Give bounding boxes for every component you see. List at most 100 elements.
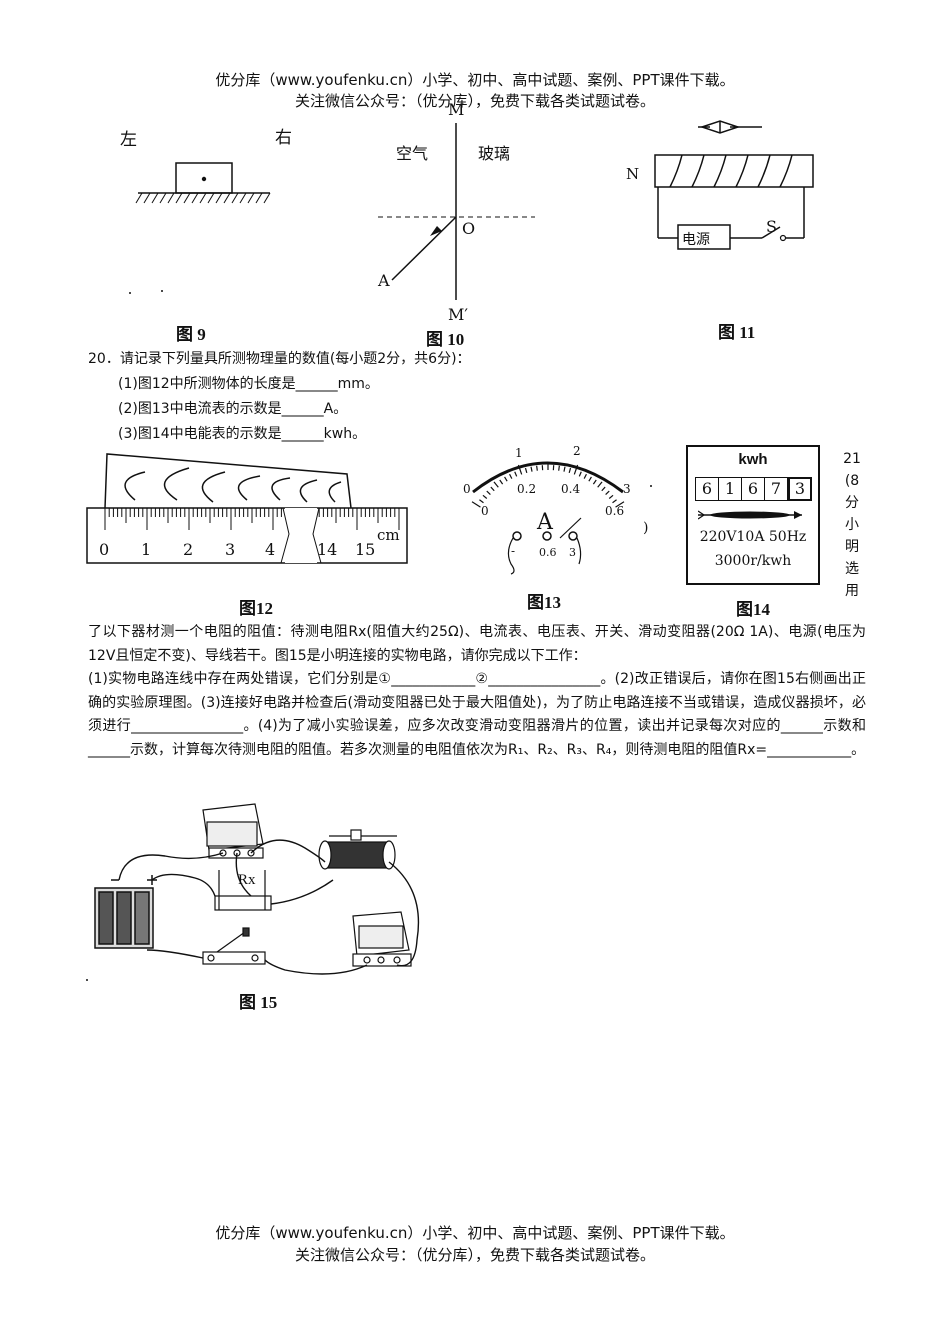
dial-label-0.6: 0.6 bbox=[605, 504, 625, 518]
energy-meter-panel: kwh 6 1 6 7 3 220V10A 50Hz 3000r/kwh bbox=[686, 445, 820, 585]
label-glass: 玻璃 bbox=[478, 144, 511, 163]
meter-spec-2: 3000r/kwh bbox=[714, 553, 792, 569]
side-char: 小 bbox=[845, 517, 859, 533]
dial-tick bbox=[592, 479, 597, 485]
side-char: 21 bbox=[843, 451, 861, 467]
footer-line-1: 优分库（www.youfenku.cn）小学、初中、高中试题、案例、PPT课件下… bbox=[215, 1224, 735, 1242]
ruler-measurement-diagram bbox=[86, 453, 408, 564]
solenoid-circuit-diagram bbox=[654, 120, 814, 250]
label-N: N bbox=[626, 165, 640, 183]
dial-tick bbox=[530, 466, 533, 472]
side-char: 明 bbox=[845, 539, 859, 555]
dial-tick bbox=[509, 473, 513, 479]
dial-tick bbox=[504, 476, 508, 482]
question-21-tasks: (1)实物电路连线中存在两处错误，它们分别是①____________②____… bbox=[88, 671, 866, 758]
rheostat bbox=[318, 829, 397, 870]
ruler-label-1: 1 bbox=[141, 540, 152, 559]
meter-spec-1: 220V10A 50Hz bbox=[699, 529, 807, 545]
switch bbox=[202, 927, 266, 965]
dial-tick bbox=[558, 465, 560, 471]
dial-tick bbox=[605, 490, 610, 495]
question-20-item-2: (2)图13中电流表的示数是______A。 bbox=[118, 401, 348, 417]
dial-tick bbox=[536, 465, 538, 471]
dial-tick bbox=[524, 467, 528, 474]
question-21-side-column: 21 (8 分 小 明 选 用 bbox=[842, 448, 862, 602]
footer-line-2: 关注微信公众号：（优分库），免费下载各类试题试卷。 bbox=[294, 1246, 655, 1264]
label-M: M bbox=[448, 100, 465, 119]
dial-tick bbox=[597, 481, 603, 488]
label-air: 空气 bbox=[396, 144, 429, 163]
header-line-1: 优分库（www.youfenku.cn）小学、初中、高中试题、案例、PPT课件下… bbox=[215, 71, 735, 89]
dial-tick bbox=[490, 486, 495, 492]
ruler-unit: cm bbox=[377, 526, 400, 544]
ruler-label-4: 4 bbox=[265, 540, 276, 559]
dial-tick bbox=[493, 481, 499, 488]
figure-13: 1 2 0 0.2 0.4 3 0 0.6 A - 0.6 3 ) 图13 bbox=[455, 440, 665, 615]
question-20-item-1: (1)图12中所测物体的长度是______mm。 bbox=[118, 376, 379, 392]
ruler-label-14: 14 bbox=[317, 540, 338, 559]
dial-tick bbox=[568, 467, 572, 474]
dial-label-2: 2 bbox=[573, 444, 581, 458]
dial-tick bbox=[608, 494, 614, 499]
dial-tick bbox=[486, 490, 491, 495]
label-A: A bbox=[378, 271, 390, 290]
dial-tick bbox=[588, 476, 592, 482]
dial-label-0.2: 0.2 bbox=[517, 482, 537, 496]
meter-digit-decimal: 3 bbox=[788, 477, 812, 501]
meter-unit: kwh bbox=[738, 451, 768, 468]
figure-10-caption: 图 10 bbox=[426, 330, 465, 349]
dial-label-0-top: 0 bbox=[463, 482, 471, 496]
figure-11-caption: 图 11 bbox=[718, 323, 756, 342]
dial-tick bbox=[517, 464, 523, 475]
dial-tick bbox=[514, 471, 518, 477]
label-M-prime: M′ bbox=[448, 305, 469, 324]
refraction-diagram bbox=[378, 123, 535, 300]
dial-tick bbox=[471, 501, 481, 508]
terminal-3: 3 bbox=[569, 546, 576, 559]
dial-label-0.4: 0.4 bbox=[561, 482, 581, 496]
dial-tick bbox=[612, 499, 617, 504]
label-left: 左 bbox=[120, 130, 137, 150]
header-line-2: 关注微信公众号：（优分库），免费下载各类试题试卷。 bbox=[294, 92, 655, 110]
ammeter-letter: A bbox=[537, 510, 553, 535]
figure-11: N S 电源 图 11 bbox=[620, 115, 830, 345]
label-S: S bbox=[766, 217, 777, 236]
terminal-minus: - bbox=[511, 544, 516, 558]
dial-tick bbox=[573, 464, 579, 475]
dial-tick bbox=[615, 501, 625, 508]
figure-13-caption: 图13 bbox=[527, 593, 561, 612]
side-char: 选 bbox=[845, 561, 859, 577]
dial-tick bbox=[479, 499, 484, 504]
side-char: 分 bbox=[845, 495, 859, 511]
ruler-label-3: 3 bbox=[225, 540, 236, 559]
dial-tick bbox=[563, 466, 566, 472]
ruler-label-0: 0 bbox=[99, 540, 110, 559]
ruler-label-2: 2 bbox=[183, 540, 194, 559]
rx-label: Rx bbox=[238, 872, 256, 888]
figure-14-caption: 图14 bbox=[736, 600, 770, 619]
meter-digit: 7 bbox=[765, 477, 788, 501]
resistor-rx bbox=[214, 870, 272, 911]
figure-12-caption: 图12 bbox=[239, 599, 273, 618]
question-21-intro: 了以下器材测一个电阻的阻值：待测电阻Rx(阻值大约25Ω)、电流表、电压表、开关… bbox=[88, 624, 866, 664]
figure-15: Rx 图 15 bbox=[85, 800, 445, 1015]
dial-tick bbox=[601, 486, 606, 492]
figure-10: M 空气 玻璃 O A M′ 图 10 bbox=[370, 95, 550, 349]
terminal-0.6: 0.6 bbox=[539, 546, 557, 559]
ruler-label-15: 15 bbox=[355, 540, 376, 559]
stray-paren: ) bbox=[643, 520, 649, 536]
block-on-surface-diagram bbox=[129, 162, 271, 294]
figure-9-caption: 图 9 bbox=[176, 325, 206, 344]
question-20-item-3: (3)图14中电能表的示数是______kwh。 bbox=[118, 426, 367, 442]
meter-disc-icon bbox=[698, 510, 802, 520]
dial-tick bbox=[578, 471, 582, 477]
label-right: 右 bbox=[275, 128, 292, 148]
figure-9: 左 右 图 9 bbox=[110, 115, 300, 345]
dial-tick bbox=[583, 473, 587, 479]
dial-label-1: 1 bbox=[515, 446, 523, 460]
meter-digit: 6 bbox=[695, 477, 719, 501]
ammeter bbox=[352, 911, 412, 967]
side-char: (8 bbox=[844, 473, 860, 489]
ammeter-dial bbox=[471, 461, 652, 575]
figure-15-caption: 图 15 bbox=[239, 993, 278, 1012]
